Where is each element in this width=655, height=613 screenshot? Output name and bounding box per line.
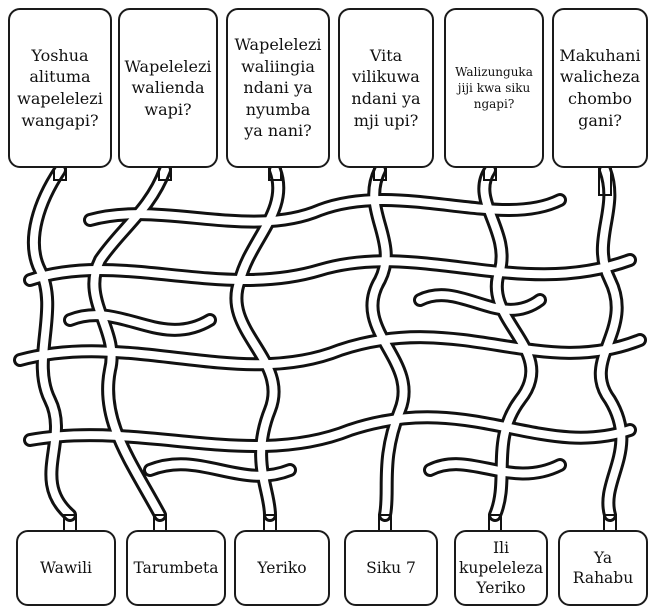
question-box-2: Wapelelezi walienda wapi? — [118, 8, 218, 168]
answer-box-1: Wawili — [16, 530, 116, 606]
question-text: Wapelelezi waliingia ndani ya nyumba ya … — [234, 34, 321, 142]
question-box-1: Yoshua alituma wapelelezi wangapi? — [8, 8, 112, 168]
answer-text: Ya Rahabu — [573, 548, 633, 588]
answer-box-4: Siku 7 — [344, 530, 438, 606]
answer-text: Tarumbeta — [133, 558, 218, 578]
answer-text: Siku 7 — [366, 558, 416, 578]
answer-text: Yeriko — [257, 558, 306, 578]
question-text: Wapelelezi walienda wapi? — [124, 56, 211, 121]
question-box-3: Wapelelezi waliingia ndani ya nyumba ya … — [226, 8, 330, 168]
question-text: Makuhani walicheza chombo gani? — [559, 45, 640, 131]
answer-box-5: Ili kupeleleza Yeriko — [454, 530, 548, 606]
question-box-5: Walizunguka jiji kwa siku ngapi? — [444, 8, 544, 168]
answer-box-6: Ya Rahabu — [558, 530, 648, 606]
question-text: Yoshua alituma wapelelezi wangapi? — [17, 45, 103, 131]
answer-box-2: Tarumbeta — [126, 530, 226, 606]
question-text: Vita vilikuwa ndani ya mji upi? — [351, 45, 420, 131]
question-text: Walizunguka jiji kwa siku ngapi? — [455, 64, 533, 113]
question-box-6: Makuhani walicheza chombo gani? — [552, 8, 648, 168]
question-box-4: Vita vilikuwa ndani ya mji upi? — [338, 8, 434, 168]
answer-text: Ili kupeleleza Yeriko — [459, 538, 543, 598]
answer-box-3: Yeriko — [234, 530, 330, 606]
answer-text: Wawili — [40, 558, 92, 578]
